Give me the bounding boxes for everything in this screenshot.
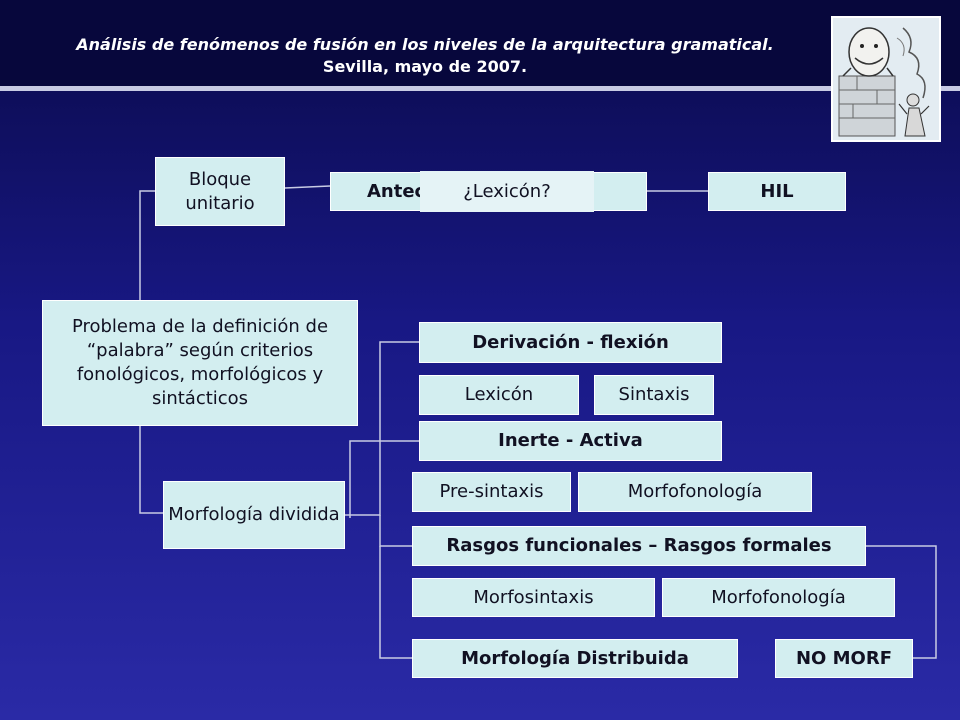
slide-title-line-2: Sevilla, mayo de 2007. — [322, 57, 528, 76]
box-problema-palabra: Problema de la definición de “palabra” s… — [42, 300, 358, 426]
illustration-image — [831, 16, 941, 142]
connector-rasgos-nomorf — [866, 545, 937, 659]
box-rasgos: Rasgos funcionales – Rasgos formales — [412, 526, 866, 566]
connector-distribuida — [379, 546, 412, 659]
box-lexicon-question: ¿Lexicón? — [420, 171, 594, 212]
slide-title-line-1: Análisis de fenómenos de fusión en los n… — [76, 35, 774, 54]
box-morfosintaxis: Morfosintaxis — [412, 578, 655, 617]
header-bar — [0, 0, 960, 86]
connector-bloque-antecedentes — [284, 185, 331, 189]
connector-rasgos — [379, 515, 412, 547]
header-divider — [0, 86, 960, 91]
box-morfologia-dividida: Morfología dividida — [163, 481, 345, 549]
box-derivacion-flexion: Derivación - flexión — [419, 322, 722, 363]
illustration-drawing — [833, 18, 939, 140]
connector-inerte — [349, 440, 419, 518]
box-inerte-activa: Inerte - Activa — [419, 421, 722, 461]
box-morfofonologia-2: Morfofonología — [662, 578, 895, 617]
box-pre-sintaxis: Pre-sintaxis — [412, 472, 571, 512]
connector-derivacion — [345, 341, 419, 516]
slide-title: Análisis de fenómenos de fusión en los n… — [40, 34, 810, 78]
box-hil: HIL — [708, 172, 846, 211]
box-sintaxis: Sintaxis — [594, 375, 714, 415]
box-bloque-unitario: Bloque unitario — [155, 157, 285, 226]
box-morfologia-distribuida: Morfología Distribuida — [412, 639, 738, 678]
box-lexicon: Lexicón — [419, 375, 579, 415]
box-morfofonologia-1: Morfofonología — [578, 472, 812, 512]
box-no-morf: NO MORF — [775, 639, 913, 678]
